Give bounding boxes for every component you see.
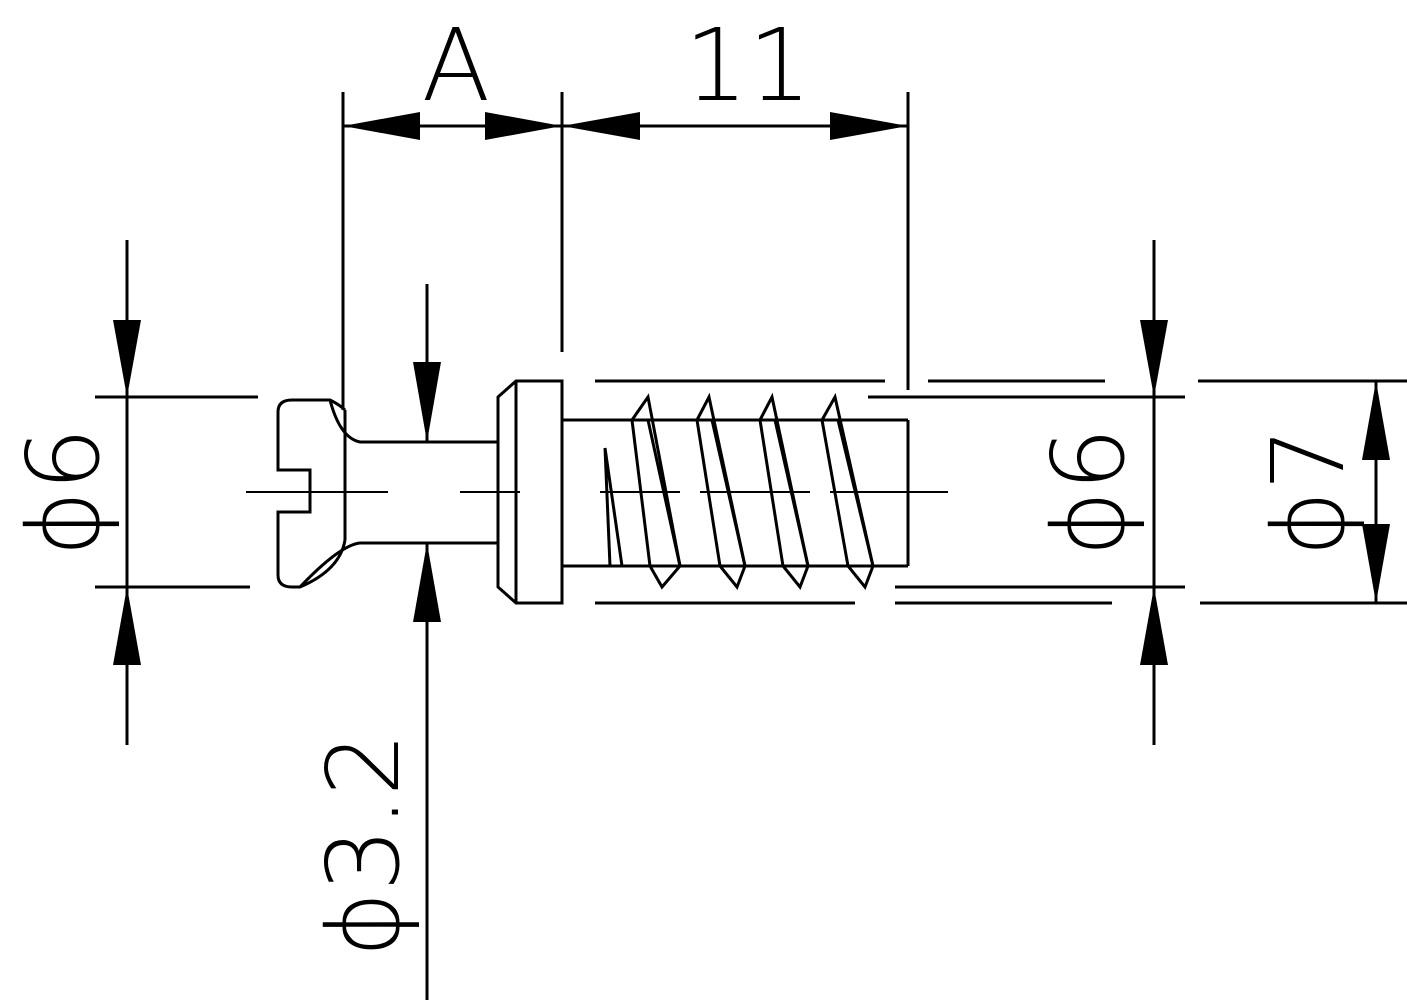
- dimension-neck-diameter-label: ϕ3.2: [305, 733, 422, 958]
- dimension-thread-length: 11: [562, 7, 910, 390]
- thread-outline-lines: [595, 379, 1185, 605]
- dimension-a-label: A: [422, 7, 490, 124]
- dimension-thread-outer-diameter-label: ϕ7: [1250, 427, 1367, 557]
- dimension-a: A: [341, 7, 564, 410]
- dimension-thread-outer-diameter: ϕ7: [1198, 379, 1407, 605]
- screw-neck: [298, 399, 498, 589]
- dimension-neck-diameter: ϕ3.2: [305, 284, 441, 1000]
- dimension-head-diameter-label: ϕ6: [5, 427, 122, 557]
- dimension-body-diameter: ϕ6: [1030, 240, 1168, 745]
- screw-head: [276, 398, 347, 589]
- dimension-head-diameter: ϕ6: [5, 240, 258, 745]
- dimension-body-diameter-label: ϕ6: [1030, 427, 1147, 557]
- dimension-thread-length-label: 11: [684, 7, 811, 124]
